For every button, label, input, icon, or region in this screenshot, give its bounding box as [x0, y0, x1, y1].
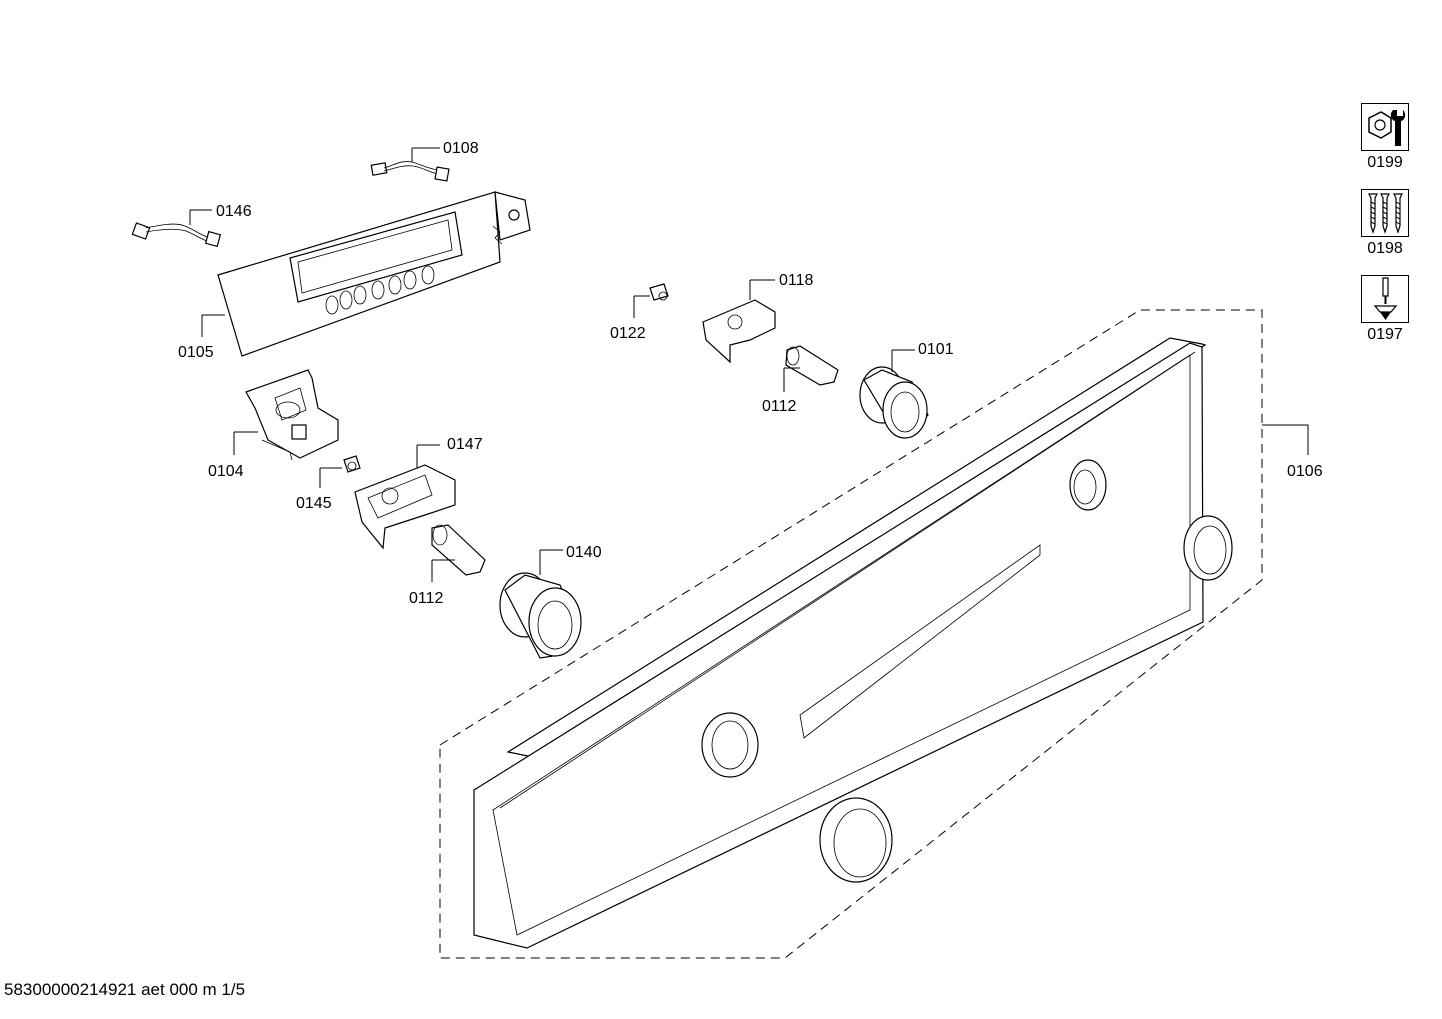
component-0122 — [649, 283, 669, 301]
document-id-footer: 58300000214921 aet 000 m 1/5 — [4, 980, 246, 999]
component-0145 — [343, 455, 361, 473]
control-module-pcb — [217, 191, 531, 357]
kit-0199: 0199 — [1359, 103, 1411, 172]
label-0101: 0101 — [918, 341, 954, 358]
label-0106: 0106 — [1287, 463, 1323, 480]
label-0145: 0145 — [296, 495, 332, 512]
label-0147: 0147 — [447, 436, 483, 453]
control-panel-fascia — [473, 337, 1233, 949]
nut-wrench-icon — [1361, 103, 1409, 151]
spindle-0112-upper — [785, 345, 839, 386]
label-0140: 0140 — [566, 544, 602, 561]
spindle-0112-lower — [431, 524, 486, 576]
label-0105: 0105 — [178, 344, 214, 361]
kit-label: 0199 — [1367, 154, 1403, 171]
screws-icon — [1361, 189, 1409, 237]
knob-0101 — [859, 366, 929, 439]
wiring-harness-0146 — [131, 222, 222, 248]
label-0104: 0104 — [208, 463, 244, 480]
label-0112-lower: 0112 — [409, 590, 444, 607]
kit-label: 0197 — [1367, 326, 1403, 343]
label-0108: 0108 — [443, 140, 479, 157]
label-0118: 0118 — [779, 272, 814, 289]
label-0122: 0122 — [610, 325, 646, 342]
knob-0140 — [499, 572, 582, 659]
bracket-0118 — [702, 299, 776, 364]
label-0146: 0146 — [216, 203, 252, 220]
screwdriver-icon — [1361, 275, 1409, 323]
assembly-outline-0106 — [439, 309, 1263, 959]
leader-lines — [189, 147, 1309, 582]
kit-0197: 0197 — [1359, 275, 1411, 344]
bracket-0147 — [354, 464, 456, 550]
kit-label: 0198 — [1367, 240, 1403, 257]
bracket-0104 — [245, 369, 339, 461]
kit-0198: 0198 — [1359, 189, 1411, 258]
wiring-harness-0108 — [370, 161, 450, 182]
label-0112-upper: 0112 — [762, 398, 797, 415]
